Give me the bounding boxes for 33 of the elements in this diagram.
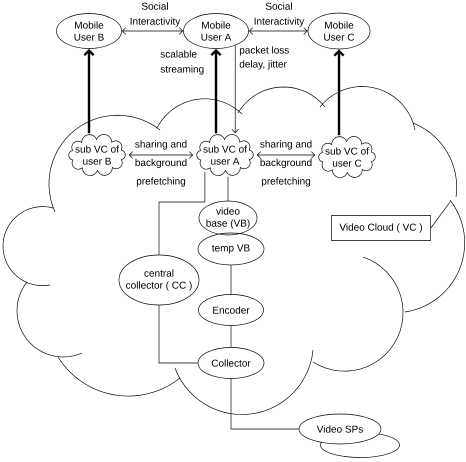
ellipse-node: Collector [198,347,264,379]
arrow [122,27,184,35]
callout-box: Video Cloud ( VC ) [331,215,431,241]
edge-label: Social Interactivity [130,2,180,27]
ellipse-node: video base (VB) [198,200,258,236]
edge-label: sharing and background prefetching [260,140,312,187]
leader-line [430,201,451,228]
arrow [210,48,222,134]
ellipse-node: central collector ( CC ) [118,254,200,306]
edge-label: packet loss delay, jitter [240,46,289,70]
edge-label: sharing and background prefetching [135,140,186,187]
arrow [334,49,345,136]
ellipse-node: Mobile User C [308,12,370,50]
cloud-shape [2,86,465,415]
arrow [256,151,316,159]
arrow [232,45,239,134]
connector-line [158,305,198,364]
connector-line [230,326,232,348]
cloud-node: sub VC of user A [196,134,254,176]
cloud-node: sub VC of user C [318,136,376,178]
ellipse-node: temp VB [198,232,264,266]
ellipse-node: Mobile User B [56,13,122,49]
cloud-node: sub VC of user B [68,134,126,176]
connector-line [230,265,232,294]
stacked-ellipses: Video SPs [298,414,400,458]
edge-label: scalable streaming [160,50,204,75]
edge-label: Social Interactivity [254,2,304,27]
connector-line [158,172,206,255]
arrow [128,151,194,159]
ellipse-node: Encoder [198,294,264,326]
connector-line [230,378,299,430]
arrow [248,27,308,35]
arrow [84,48,95,134]
